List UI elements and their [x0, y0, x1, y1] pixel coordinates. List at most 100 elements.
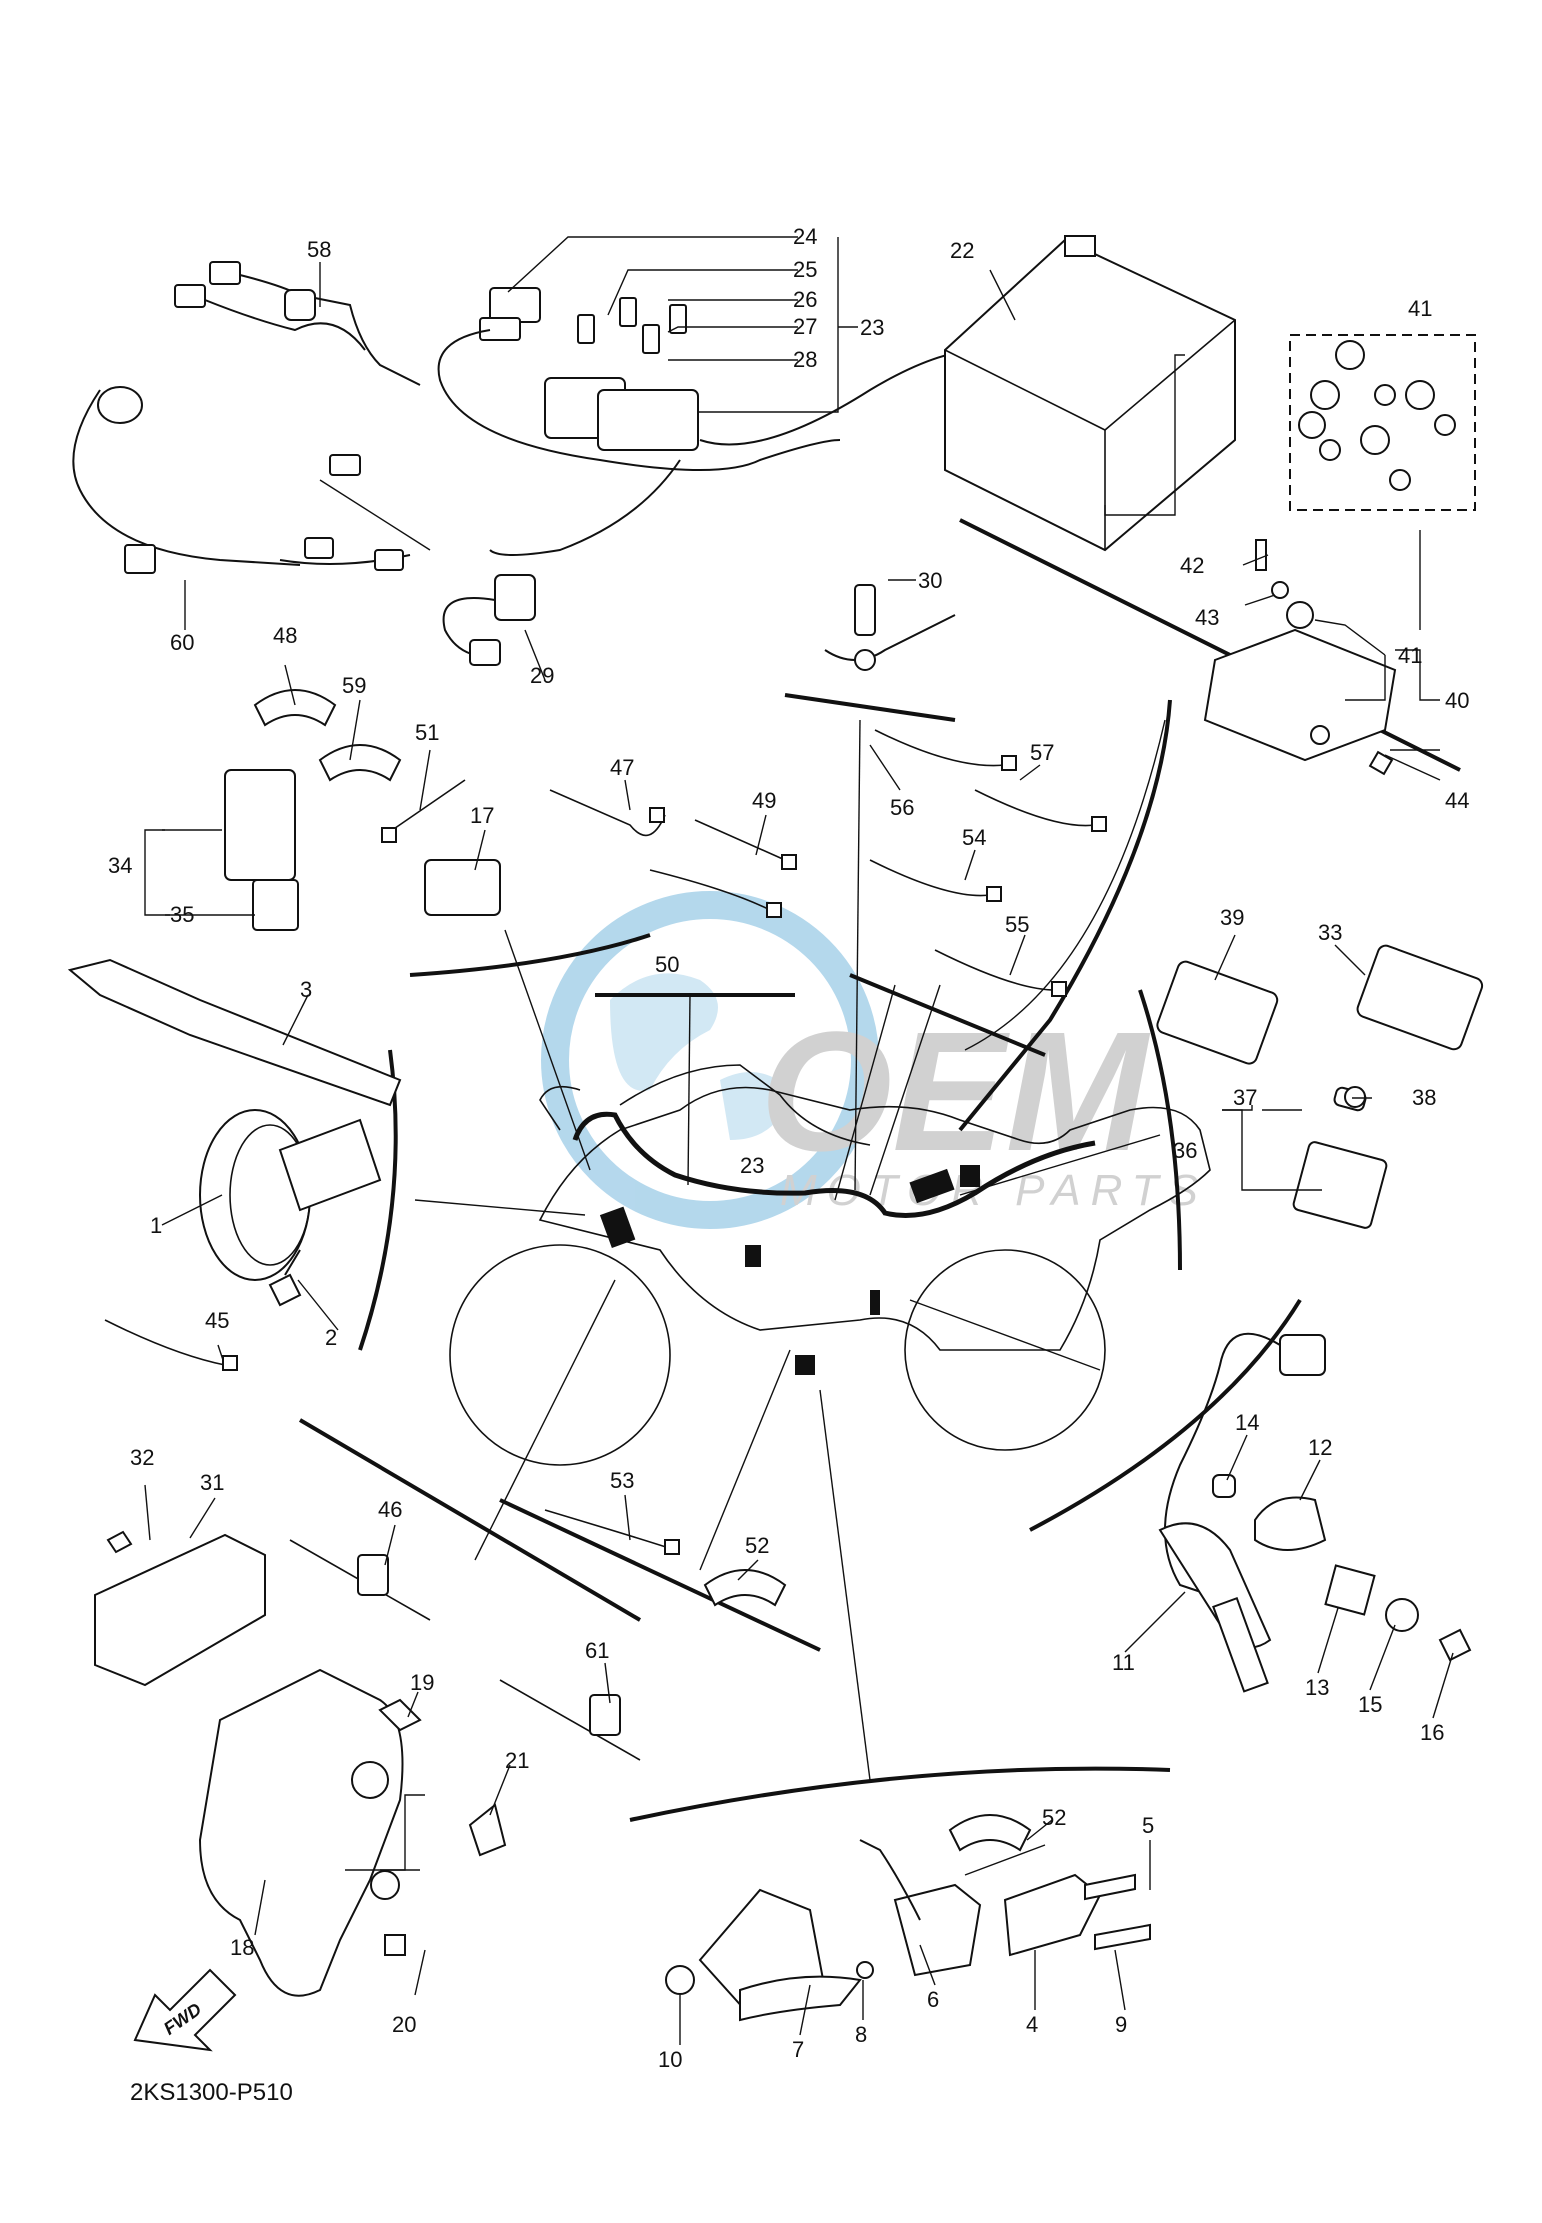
cable-tie-54-head: [986, 886, 1002, 902]
cable-tie-56-head: [1001, 755, 1017, 771]
callout-54: 54: [962, 825, 986, 850]
harness-connector-b: [745, 1245, 761, 1267]
callout-55: 55: [1005, 912, 1029, 937]
callout-27: 27: [793, 314, 817, 339]
speed-sensor-11: [1158, 1332, 1326, 1693]
ecu-40: [1203, 539, 1397, 776]
cable-tie-45: [104, 1319, 226, 1366]
fwd-arrow: FWD: [133, 1968, 237, 2052]
callout-31: 31: [200, 1470, 224, 1495]
cable-tie-51-head: [381, 827, 397, 843]
harness-connector-f: [870, 1290, 880, 1315]
callout-25: 25: [793, 257, 817, 282]
pointer-arrows: [414, 719, 1166, 1781]
callout-23b: 23: [740, 1153, 764, 1178]
callout-29: 29: [530, 663, 554, 688]
callout-10: 10: [658, 2047, 682, 2072]
callout-21: 21: [505, 1748, 529, 1773]
battery-box-18: [198, 1668, 404, 1997]
callout-20: 20: [392, 2012, 416, 2037]
horn-1: [199, 1109, 382, 1281]
tail-outline: [539, 1085, 581, 1131]
callout-1: 1: [150, 1213, 162, 1238]
clamp-52-a: [703, 1569, 787, 1607]
leader-lines: [144, 236, 1454, 2045]
cable-tie-57: [974, 789, 1096, 827]
callout-35: 35: [170, 902, 194, 927]
callout-23a: 23: [860, 315, 884, 340]
cable-tie-50-head: [766, 902, 782, 918]
cable-tie-55: [934, 949, 1056, 991]
callout-19: 19: [410, 1670, 434, 1695]
harness-connector-d: [960, 1165, 980, 1187]
cable-tie-54: [869, 859, 991, 897]
pad-21: [468, 1803, 507, 1857]
callout-52b: 52: [1042, 1805, 1066, 1830]
callout-46: 46: [378, 1497, 402, 1522]
cable-tie-53-head: [664, 1539, 680, 1555]
callout-36: 36: [1173, 1138, 1197, 1163]
grommet-set-41: [1289, 334, 1476, 511]
frame-outline: [538, 1086, 1211, 1351]
callout-30: 30: [918, 568, 942, 593]
watermark-globe: [541, 891, 879, 1229]
callout-32: 32: [130, 1445, 154, 1470]
callout-44: 44: [1445, 788, 1469, 813]
callout-58: 58: [307, 237, 331, 262]
harness-connector-c: [909, 1168, 955, 1204]
callout-39: 39: [1220, 905, 1244, 930]
watermark-continents: [610, 973, 790, 1140]
relay-34: [224, 769, 299, 931]
harness-connector-a: [599, 1206, 636, 1249]
harness-connector-e: [795, 1355, 815, 1375]
cable-tie-49: [694, 819, 786, 861]
cable-tie-61-holder: [589, 1694, 621, 1736]
cable-tie-47: [549, 789, 666, 837]
callout-41a: 41: [1408, 296, 1432, 321]
clamp-52-b: [948, 1814, 1032, 1852]
callout-49: 49: [752, 788, 776, 813]
callout-37: 37: [1233, 1085, 1257, 1110]
callout-50: 50: [655, 952, 679, 977]
damper-13: [1324, 1564, 1376, 1616]
callout-59: 59: [342, 673, 366, 698]
callout-11: 11: [1112, 1650, 1135, 1675]
callout-60: 60: [170, 630, 194, 655]
relay-39: [1156, 960, 1279, 1065]
rear-wheel-outline: [449, 1244, 671, 1466]
sidestand-switch-assembly: [665, 1839, 1151, 2022]
cable-tie-57-head: [1091, 816, 1107, 832]
callout-24: 24: [793, 224, 817, 249]
callout-45: 45: [205, 1308, 229, 1333]
callout-61: 61: [585, 1638, 609, 1663]
callout-41b: 41: [1398, 643, 1422, 668]
callout-57: 57: [1030, 740, 1054, 765]
callout-26: 26: [793, 287, 817, 312]
callout-22: 22: [950, 238, 974, 263]
callout-15: 15: [1358, 1692, 1382, 1717]
relay-33: [1356, 944, 1484, 1051]
bolt-20: [384, 1934, 406, 1956]
callout-8: 8: [855, 2022, 867, 2047]
cable-tie-46-holder: [357, 1554, 389, 1596]
callout-43: 43: [1195, 605, 1219, 630]
cable-tie-50: [649, 869, 771, 911]
callout-53: 53: [610, 1468, 634, 1493]
sensor-29: [442, 574, 536, 666]
diagram-code: 2KS1300-P510: [130, 2079, 293, 2106]
bracket-12: [1254, 1496, 1327, 1551]
callout-6: 6: [927, 1987, 939, 2012]
cable-tie-51: [384, 779, 466, 836]
cable-tie-47-head: [649, 807, 665, 823]
callout-9: 9: [1115, 2012, 1127, 2037]
starter-relay-36: [1292, 1086, 1388, 1229]
callout-52a: 52: [745, 1533, 769, 1558]
cable-tie-49-head: [781, 854, 797, 870]
callout-17: 17: [470, 803, 494, 828]
fuse-box-23: [437, 287, 1021, 556]
callout-2: 2: [325, 1325, 337, 1350]
ground-30: [824, 584, 956, 671]
callout-42: 42: [1180, 553, 1204, 578]
cable-tie-61: [499, 1679, 641, 1761]
